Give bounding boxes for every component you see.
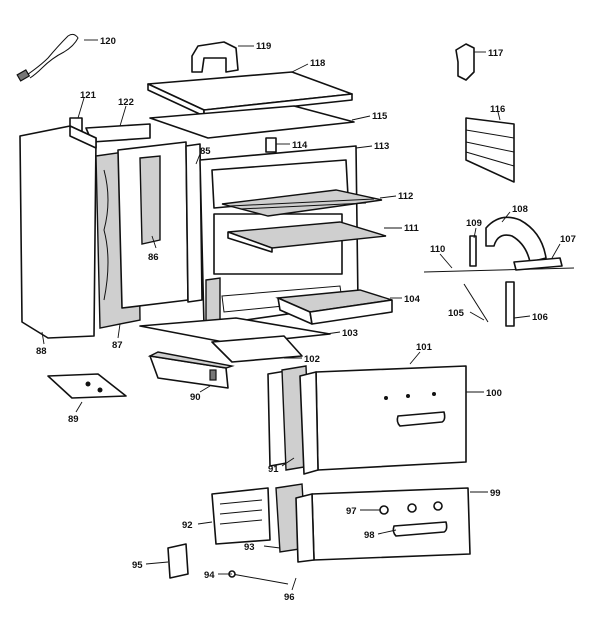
callout-98: 98 [364,530,375,541]
part-114-clip [265,137,277,153]
part-100-oven-door [299,365,467,475]
part-115-top-insulation [149,105,355,139]
callout-115: 115 [372,111,388,122]
callout-109: 109 [466,218,482,229]
leader-lines [41,39,561,591]
callout-108: 108 [512,204,528,215]
callout-100: 100 [486,388,502,399]
callout-120: 120 [100,36,116,47]
part-95-small-bracket [167,543,189,579]
part-117-hinge-bracket [455,43,475,81]
callout-116: 116 [490,104,505,115]
callout-92: 92 [182,520,193,531]
callout-96: 96 [284,592,295,603]
part-102-lower-trim [211,335,303,363]
callout-89: 89 [68,414,79,425]
callout-97: 97 [346,506,357,517]
part-85-rear-panel [185,143,203,303]
part-97-knob [379,505,389,515]
callout-87: 87 [112,340,123,351]
callout-103: 103 [342,328,358,339]
part-90-kick-plate [147,351,235,389]
part-98-handle [392,521,448,537]
callout-102: 102 [304,354,320,365]
callout-114: 114 [292,140,308,151]
part-120-power-cord [16,33,79,82]
callout-93: 93 [244,542,255,553]
callout-labels: 120 119 118 117 121 122 115 116 114 85 1… [36,36,576,603]
part-94-rod [228,570,289,585]
part-88-left-side-panel [19,125,97,339]
part-89-bottom-bracket [47,373,127,399]
callout-118: 118 [310,58,325,69]
callout-91: 91 [268,464,279,475]
part-116-rack-section [465,117,515,183]
callout-95: 95 [132,560,143,571]
callout-86: 86 [148,252,159,263]
callout-99: 99 [490,488,501,499]
callout-107: 107 [560,234,576,245]
callout-122: 122 [118,97,134,108]
part-105-link-rod [463,283,489,323]
part-108-lock-cam [485,216,547,263]
door-lock-mechanism [423,216,575,327]
callout-94: 94 [204,570,215,581]
part-99-broiler-door [295,487,471,563]
callout-104: 104 [404,294,421,305]
callout-85: 85 [200,146,211,157]
part-104-broiler-pan [275,289,393,325]
callout-110: 110 [430,244,445,255]
part-112-upper-rack [221,189,383,217]
callout-121: 121 [80,90,97,101]
callout-113: 113 [374,141,389,152]
part-106-latch-bar [505,281,515,327]
part-111-lower-rack [227,221,387,253]
callout-101: 101 [416,342,433,353]
part-119-bracket [191,41,239,73]
callout-119: 119 [256,41,271,52]
callout-117: 117 [488,48,503,59]
callout-88: 88 [36,346,47,357]
part-107-lock-arm [513,257,563,271]
callout-90: 90 [190,392,201,403]
callout-105: 105 [448,308,465,319]
part-92-broiler-box [211,487,271,545]
callout-111: 111 [404,223,420,234]
part-109-lock-pin [469,235,477,267]
callout-112: 112 [398,191,413,202]
part-86-inner-side-panel [117,141,189,309]
callout-106: 106 [532,312,548,323]
